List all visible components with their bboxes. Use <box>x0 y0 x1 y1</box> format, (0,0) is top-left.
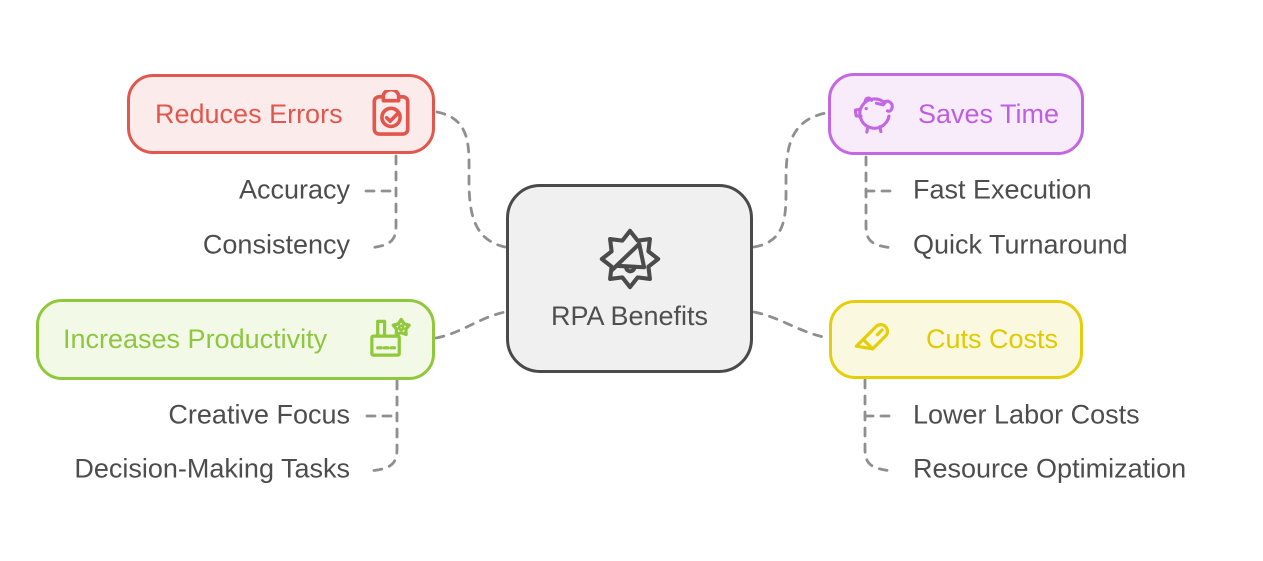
child-label-quick-turnaround: Quick Turnaround <box>913 229 1128 260</box>
gear-megaphone-icon <box>596 225 664 293</box>
child-label-decision-making-tasks: Decision-Making Tasks <box>74 453 350 484</box>
clipboard-check-icon <box>370 90 412 138</box>
piggy-bank-icon <box>851 94 898 135</box>
connector-increases-productivity-to-center <box>434 310 507 340</box>
factory-gear-icon <box>364 317 412 362</box>
connector-reduces-errors-children <box>366 154 398 250</box>
node-cuts-costs: Cuts Costs <box>829 300 1083 379</box>
connector-reduces-errors-to-center <box>435 110 507 249</box>
center-node-label: RPA Benefits <box>550 301 709 331</box>
cuts-costs-label: Cuts Costs <box>925 324 1058 354</box>
child-label-resource-optimization: Resource Optimization <box>913 453 1187 484</box>
increases-productivity-label: Increases Productivity <box>63 324 328 354</box>
child-label-accuracy: Accuracy <box>238 174 350 205</box>
node-increases-productivity: Increases Productivity <box>36 299 435 380</box>
connector-saves-time-children <box>864 155 896 250</box>
connector-increases-productivity-children <box>367 379 399 473</box>
connector-center-to-cuts-costs <box>752 310 830 340</box>
node-reduces-errors: Reduces Errors <box>127 74 435 154</box>
saves-time-label: Saves Time <box>917 98 1059 129</box>
node-saves-time: Saves Time <box>828 73 1084 155</box>
utility-knife-icon <box>852 318 896 362</box>
child-label-lower-labor-costs: Lower Labor Costs <box>913 399 1140 430</box>
node-rpa-benefits: RPA Benefits <box>506 184 753 373</box>
child-label-creative-focus: Creative Focus <box>168 399 350 430</box>
connector-center-to-saves-time <box>752 111 828 249</box>
reduces-errors-label: Reduces Errors <box>155 98 343 129</box>
child-label-fast-execution: Fast Execution <box>913 174 1092 205</box>
child-label-consistency: Consistency <box>202 229 350 260</box>
connector-cuts-costs-children <box>863 378 895 473</box>
